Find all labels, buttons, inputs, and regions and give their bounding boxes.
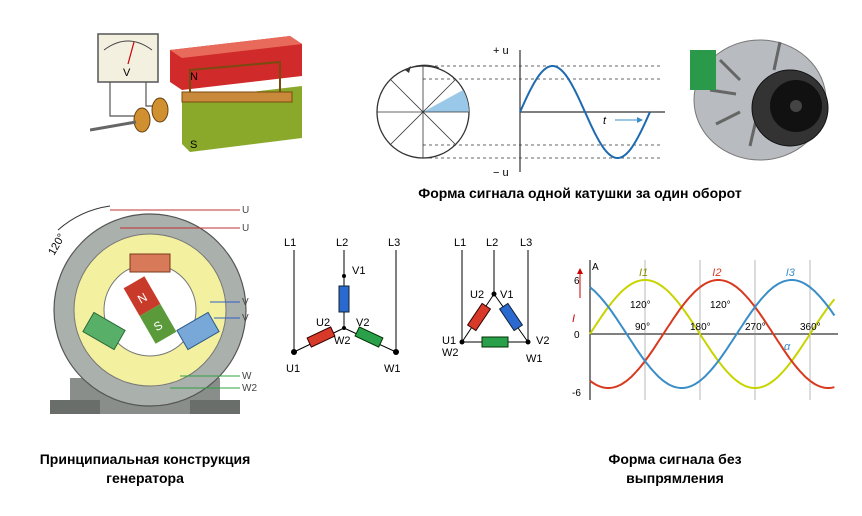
star-v2: V2 bbox=[356, 317, 369, 329]
voltmeter-needle bbox=[127, 41, 135, 65]
delta-u2: U2 bbox=[470, 289, 484, 301]
alpha-label: α bbox=[784, 341, 791, 353]
caption-construction-line2: генератора bbox=[106, 470, 184, 486]
coil-w bbox=[82, 311, 126, 351]
slip-ring bbox=[133, 107, 151, 133]
chart-unit-label: A bbox=[592, 262, 599, 273]
caption-unrectified-line1: Форма сигнала без bbox=[608, 451, 742, 467]
y-tick-neg6: -6 bbox=[572, 388, 581, 399]
crank-handle bbox=[89, 120, 137, 132]
terminal-w1: W bbox=[242, 371, 252, 382]
voltmeter-body bbox=[97, 33, 159, 83]
series-curve-i1 bbox=[589, 279, 836, 389]
phase-spacing-label-1: 120° bbox=[630, 300, 651, 311]
delta-connection: L1 L2 L3 U2 V1 U1 V2 W2 W1 bbox=[440, 232, 575, 382]
single-sine-curve bbox=[519, 65, 651, 159]
x-tick-label: 180° bbox=[690, 322, 711, 333]
terminal-w2: W2 bbox=[242, 383, 257, 394]
delta-l1: L1 bbox=[454, 237, 466, 249]
x-tick-label: 270° bbox=[745, 322, 766, 333]
series-label-i3: I3 bbox=[786, 267, 796, 279]
minus-u-label: − u bbox=[493, 167, 509, 179]
alternator-image bbox=[680, 20, 850, 170]
delta-l3: L3 bbox=[520, 237, 532, 249]
stator-angle-label: 120° bbox=[46, 232, 68, 258]
star-connection: L1 L2 L3 V1 U2 V2 W2 U1 W1 bbox=[280, 232, 415, 382]
delta-l2: L2 bbox=[486, 237, 498, 249]
single-coil-waveform: + u − u t bbox=[375, 40, 675, 180]
series-label-i2: I2 bbox=[712, 267, 721, 279]
star-u1: U1 bbox=[286, 363, 300, 375]
caption-construction-line1: Принципиальная конструкция bbox=[39, 451, 251, 467]
generator-construction: 120° N S U U V V W W2 bbox=[30, 200, 275, 420]
t-label: t bbox=[603, 115, 607, 127]
green-terminal bbox=[690, 50, 716, 90]
simple-generator-illustration: V N S bbox=[89, 30, 310, 160]
star-w2: W2 bbox=[334, 335, 351, 347]
x-tick-label: 90° bbox=[635, 322, 650, 333]
magnet-south-label: S bbox=[190, 139, 197, 151]
star-v1: V1 bbox=[352, 265, 365, 277]
delta-w2: W2 bbox=[442, 347, 459, 359]
y-tick-6: 6 bbox=[574, 276, 580, 287]
series-curve-i3 bbox=[589, 279, 836, 389]
star-coil-u bbox=[306, 326, 336, 348]
terminal-v1: V bbox=[242, 297, 249, 308]
phase-spacing-label-2: 120° bbox=[710, 300, 731, 311]
star-u2: U2 bbox=[316, 317, 330, 329]
delta-coil-w bbox=[481, 336, 509, 348]
delta-coil-v bbox=[498, 302, 524, 332]
rotor-magnet: N S bbox=[123, 276, 177, 344]
magnet-north-label: N bbox=[190, 71, 198, 83]
delta-v2: V2 bbox=[536, 335, 549, 347]
star-l3: L3 bbox=[388, 237, 400, 249]
terminal-v2: V bbox=[242, 313, 249, 324]
three-phase-chart: A 6 0 -6 I 90° 180° 270° 360° α 120° 120° I… bbox=[560, 250, 845, 410]
x-tick-label: 360° bbox=[800, 322, 821, 333]
delta-u1: U1 bbox=[442, 335, 456, 347]
caption-construction: Принципиальная конструкция генератора bbox=[10, 450, 280, 488]
angle-sector bbox=[423, 90, 469, 112]
series-curve-i2 bbox=[589, 279, 835, 389]
caption-unrectified-line2: выпрямления bbox=[626, 470, 724, 486]
terminal-u2: U bbox=[242, 223, 249, 234]
star-coil-w bbox=[354, 326, 384, 348]
delta-w1: W1 bbox=[526, 353, 543, 365]
voltmeter-label: V bbox=[123, 67, 131, 79]
y-axis-i-label: I bbox=[572, 313, 575, 325]
y-tick-0: 0 bbox=[574, 330, 580, 341]
voltmeter-scale bbox=[103, 40, 153, 51]
slip-ring bbox=[151, 97, 169, 123]
coil-u bbox=[129, 253, 171, 273]
terminal-u1: U bbox=[242, 205, 249, 216]
caption-unrectified: Форма сигнала без выпрямления bbox=[575, 450, 775, 488]
caption-single-coil: Форма сигнала одной катушки за один обор… bbox=[418, 185, 742, 201]
series-label-i1: I1 bbox=[639, 267, 648, 279]
star-l1: L1 bbox=[284, 237, 296, 249]
star-l2: L2 bbox=[336, 237, 348, 249]
delta-coil-u bbox=[466, 302, 492, 332]
star-w1: W1 bbox=[384, 363, 401, 375]
coil-v bbox=[176, 311, 220, 351]
delta-v1: V1 bbox=[500, 289, 513, 301]
plus-u-label: + u bbox=[493, 45, 509, 57]
star-coil-v bbox=[338, 285, 350, 313]
rotation-spokes bbox=[377, 66, 469, 158]
